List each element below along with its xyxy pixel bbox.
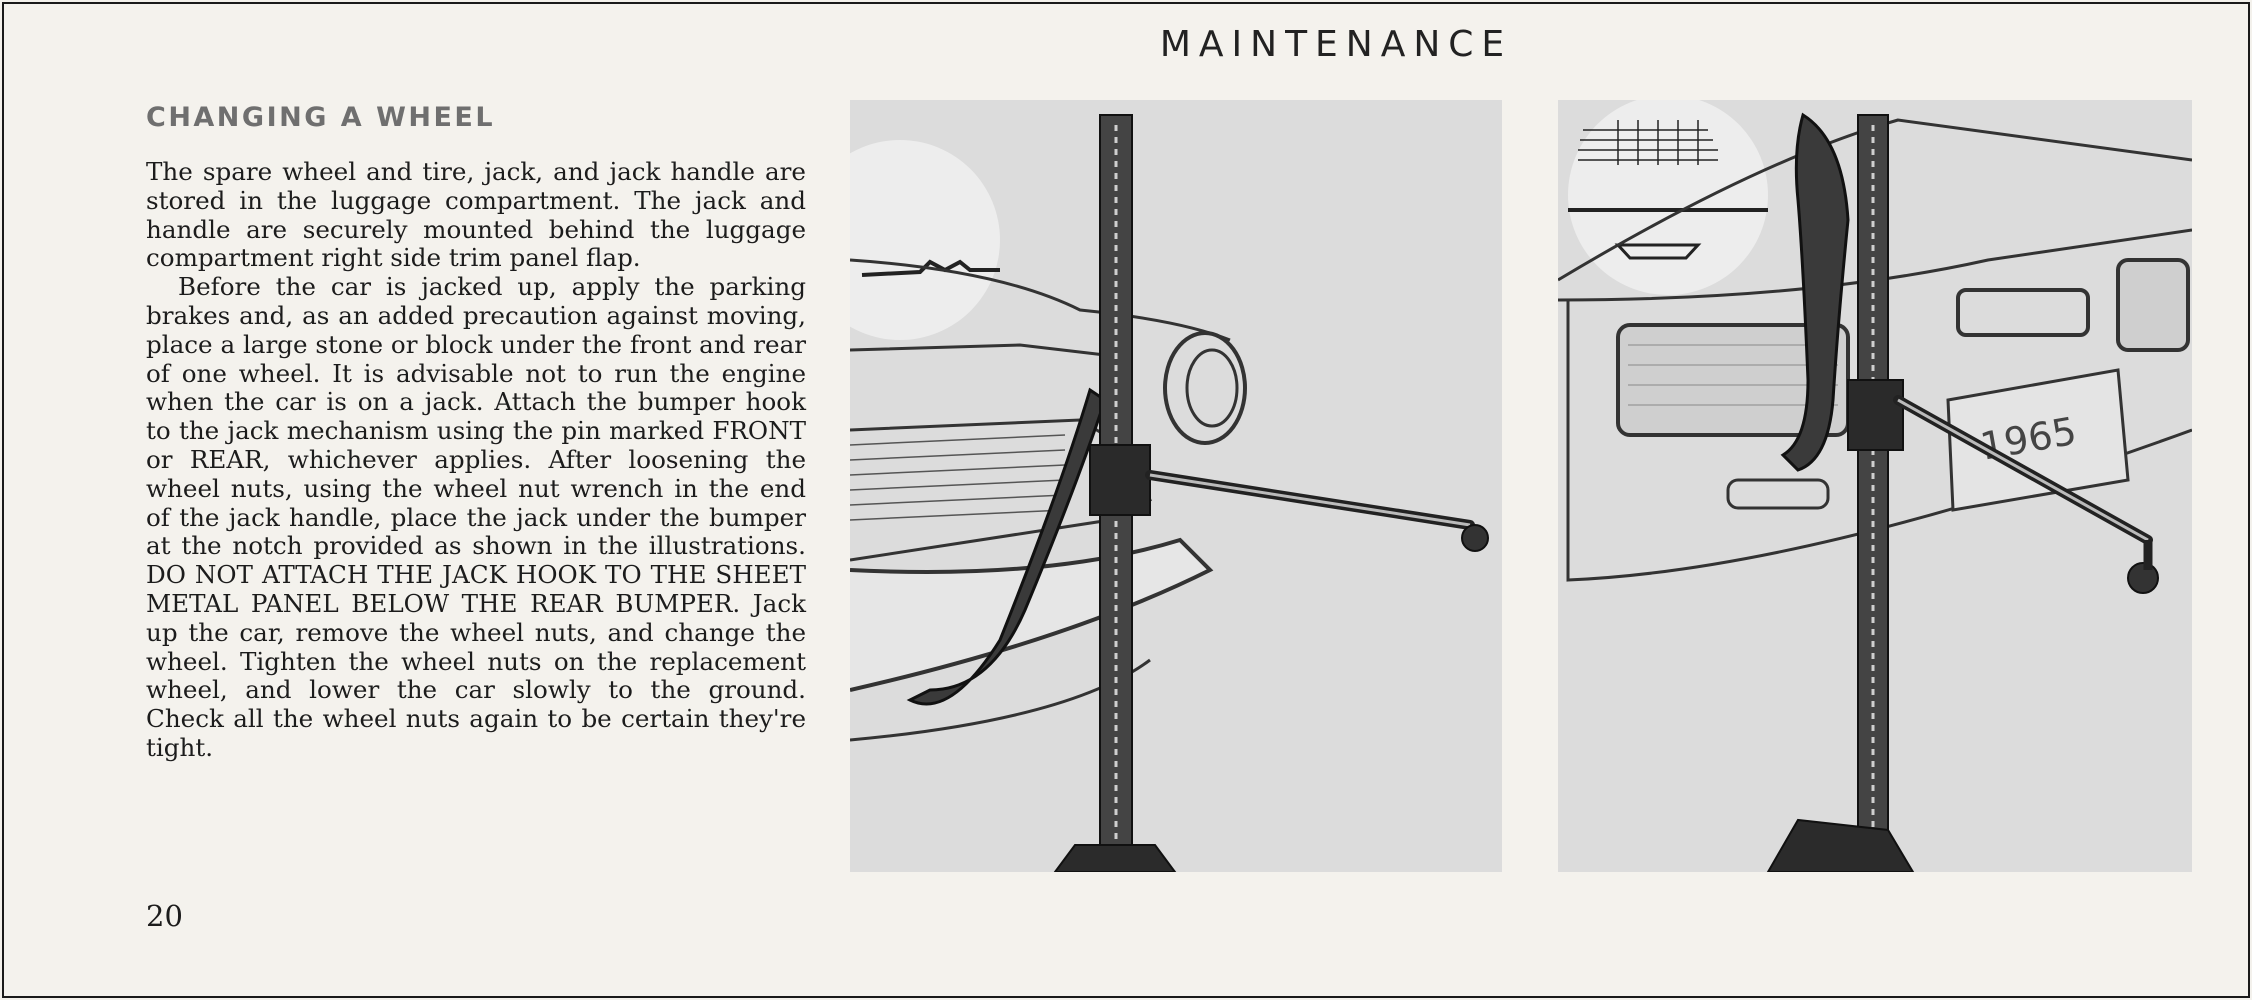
jack-mechanism [1089,444,1151,516]
front-jack-illustration [850,100,1502,872]
page-header: MAINTENANCE [4,24,2248,65]
jack-mechanism [1847,379,1904,451]
rear-jack-illustration: 1965 [1558,100,2192,872]
jack-base [1766,818,1915,872]
paragraph-procedure: Before the car is jacked up, apply the p… [146,272,806,762]
paragraph-storage: The spare wheel and tire, jack, and jack… [146,157,806,273]
instructions-text: The spare wheel and tire, jack, and jack… [146,157,806,763]
headlight-shape [1163,331,1247,445]
header-title: MAINTENANCE [1159,24,1513,65]
jack-base [1053,844,1177,872]
bumper-hook-shape [906,387,1107,706]
detail-inset-circle [850,140,1000,340]
section-title: CHANGING A WHEEL [146,102,496,133]
page-number: 20 [146,899,183,933]
license-plate-shape [1946,368,2130,512]
bumper-hook-shape [1780,112,1850,472]
